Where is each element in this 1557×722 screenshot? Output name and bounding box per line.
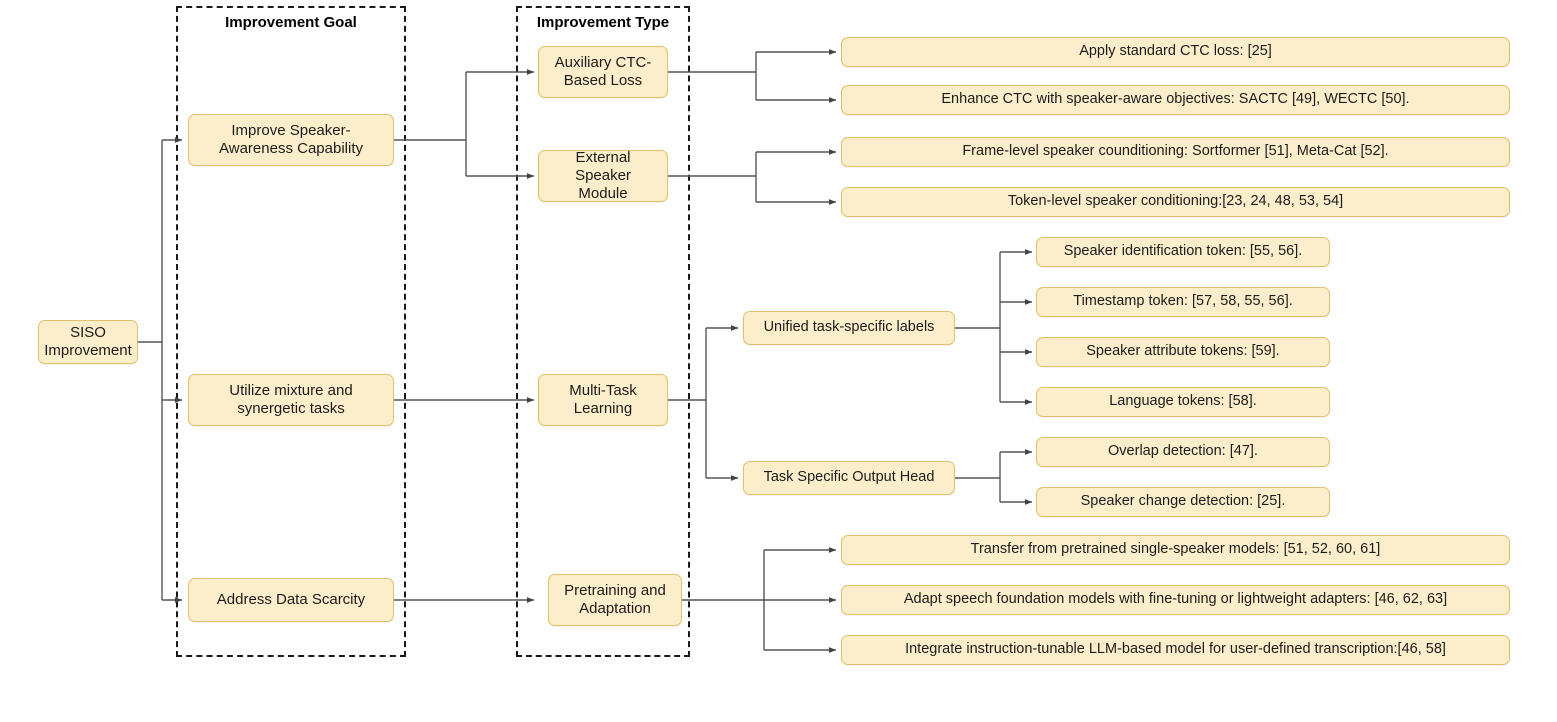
node-type-auxiliary-ctc[interactable]: Auxiliary CTC- Based Loss bbox=[538, 46, 668, 98]
node-type-pretraining-adaptation[interactable]: Pretraining and Adaptation bbox=[548, 574, 682, 626]
node-type-external-speaker[interactable]: External Speaker Module bbox=[538, 148, 668, 203]
group-title-improvement-type: Improvement Type bbox=[536, 14, 670, 31]
node-leaf-transfer-pretrained-models[interactable]: Transfer from pretrained single-speaker … bbox=[841, 535, 1510, 565]
node-goal-speaker-awareness[interactable]: Improve Speaker- Awareness Capability bbox=[188, 114, 394, 166]
group-container-improvement-type bbox=[516, 6, 690, 657]
node-label: Token-level speaker conditioning:[23, 24… bbox=[1007, 193, 1344, 210]
node-label: Timestamp token: [57, 58, 55, 56]. bbox=[1073, 293, 1293, 310]
node-type-multi-task-learning[interactable]: Multi-Task Learning bbox=[538, 374, 668, 426]
node-leaf-speaker-attribute-tokens[interactable]: Speaker attribute tokens: [59]. bbox=[1036, 337, 1330, 367]
node-label: Unified task-specific labels bbox=[763, 319, 935, 336]
node-task-specific-output-head[interactable]: Task Specific Output Head bbox=[743, 461, 955, 495]
node-unified-task-specific-labels[interactable]: Unified task-specific labels bbox=[743, 311, 955, 345]
node-label: Speaker identification token: [55, 56]. bbox=[1063, 243, 1303, 260]
node-leaf-instruction-tunable-llm[interactable]: Integrate instruction-tunable LLM-based … bbox=[841, 635, 1510, 665]
node-leaf-timestamp-token[interactable]: Timestamp token: [57, 58, 55, 56]. bbox=[1036, 287, 1330, 317]
node-leaf-enhance-ctc[interactable]: Enhance CTC with speaker-aware objective… bbox=[841, 85, 1510, 115]
node-label: Speaker change detection: [25]. bbox=[1080, 493, 1286, 510]
node-goal-data-scarcity[interactable]: Address Data Scarcity bbox=[188, 578, 394, 622]
node-label: Task Specific Output Head bbox=[763, 469, 935, 486]
node-label: Address Data Scarcity bbox=[216, 590, 366, 608]
node-leaf-speaker-change-detection[interactable]: Speaker change detection: [25]. bbox=[1036, 487, 1330, 517]
node-label: SISO Improvement bbox=[44, 323, 132, 359]
node-label: Apply standard CTC loss: [25] bbox=[1079, 43, 1272, 60]
node-label: Utilize mixture and synergetic tasks bbox=[229, 381, 353, 417]
node-label: Overlap detection: [47]. bbox=[1108, 443, 1258, 460]
group-container-improvement-goal bbox=[176, 6, 406, 657]
node-label: Integrate instruction-tunable LLM-based … bbox=[905, 641, 1446, 658]
node-label: Language tokens: [58]. bbox=[1109, 393, 1257, 410]
node-goal-mixture-tasks[interactable]: Utilize mixture and synergetic tasks bbox=[188, 374, 394, 426]
node-label: Improve Speaker- Awareness Capability bbox=[219, 121, 363, 157]
group-title-improvement-goal: Improvement Goal bbox=[225, 14, 357, 31]
node-label: Adapt speech foundation models with fine… bbox=[903, 591, 1448, 608]
node-label: Pretraining and Adaptation bbox=[564, 581, 666, 617]
node-leaf-frame-level-conditioning[interactable]: Frame-level speaker counditioning: Sortf… bbox=[841, 137, 1510, 167]
node-leaf-speaker-identification-token[interactable]: Speaker identification token: [55, 56]. bbox=[1036, 237, 1330, 267]
node-label: Frame-level speaker counditioning: Sortf… bbox=[962, 143, 1389, 160]
node-label: Auxiliary CTC- Based Loss bbox=[554, 53, 652, 89]
node-leaf-apply-standard-ctc[interactable]: Apply standard CTC loss: [25] bbox=[841, 37, 1510, 67]
node-leaf-token-level-conditioning[interactable]: Token-level speaker conditioning:[23, 24… bbox=[841, 187, 1510, 217]
node-label: External Speaker Module bbox=[575, 148, 631, 203]
node-label: Multi-Task Learning bbox=[569, 381, 637, 417]
node-siso-improvement[interactable]: SISO Improvement bbox=[38, 320, 138, 364]
node-label: Speaker attribute tokens: [59]. bbox=[1086, 343, 1280, 360]
node-label: Enhance CTC with speaker-aware objective… bbox=[941, 91, 1410, 108]
node-leaf-language-tokens[interactable]: Language tokens: [58]. bbox=[1036, 387, 1330, 417]
node-leaf-adapt-foundation-models[interactable]: Adapt speech foundation models with fine… bbox=[841, 585, 1510, 615]
node-label: Transfer from pretrained single-speaker … bbox=[970, 541, 1381, 558]
node-leaf-overlap-detection[interactable]: Overlap detection: [47]. bbox=[1036, 437, 1330, 467]
